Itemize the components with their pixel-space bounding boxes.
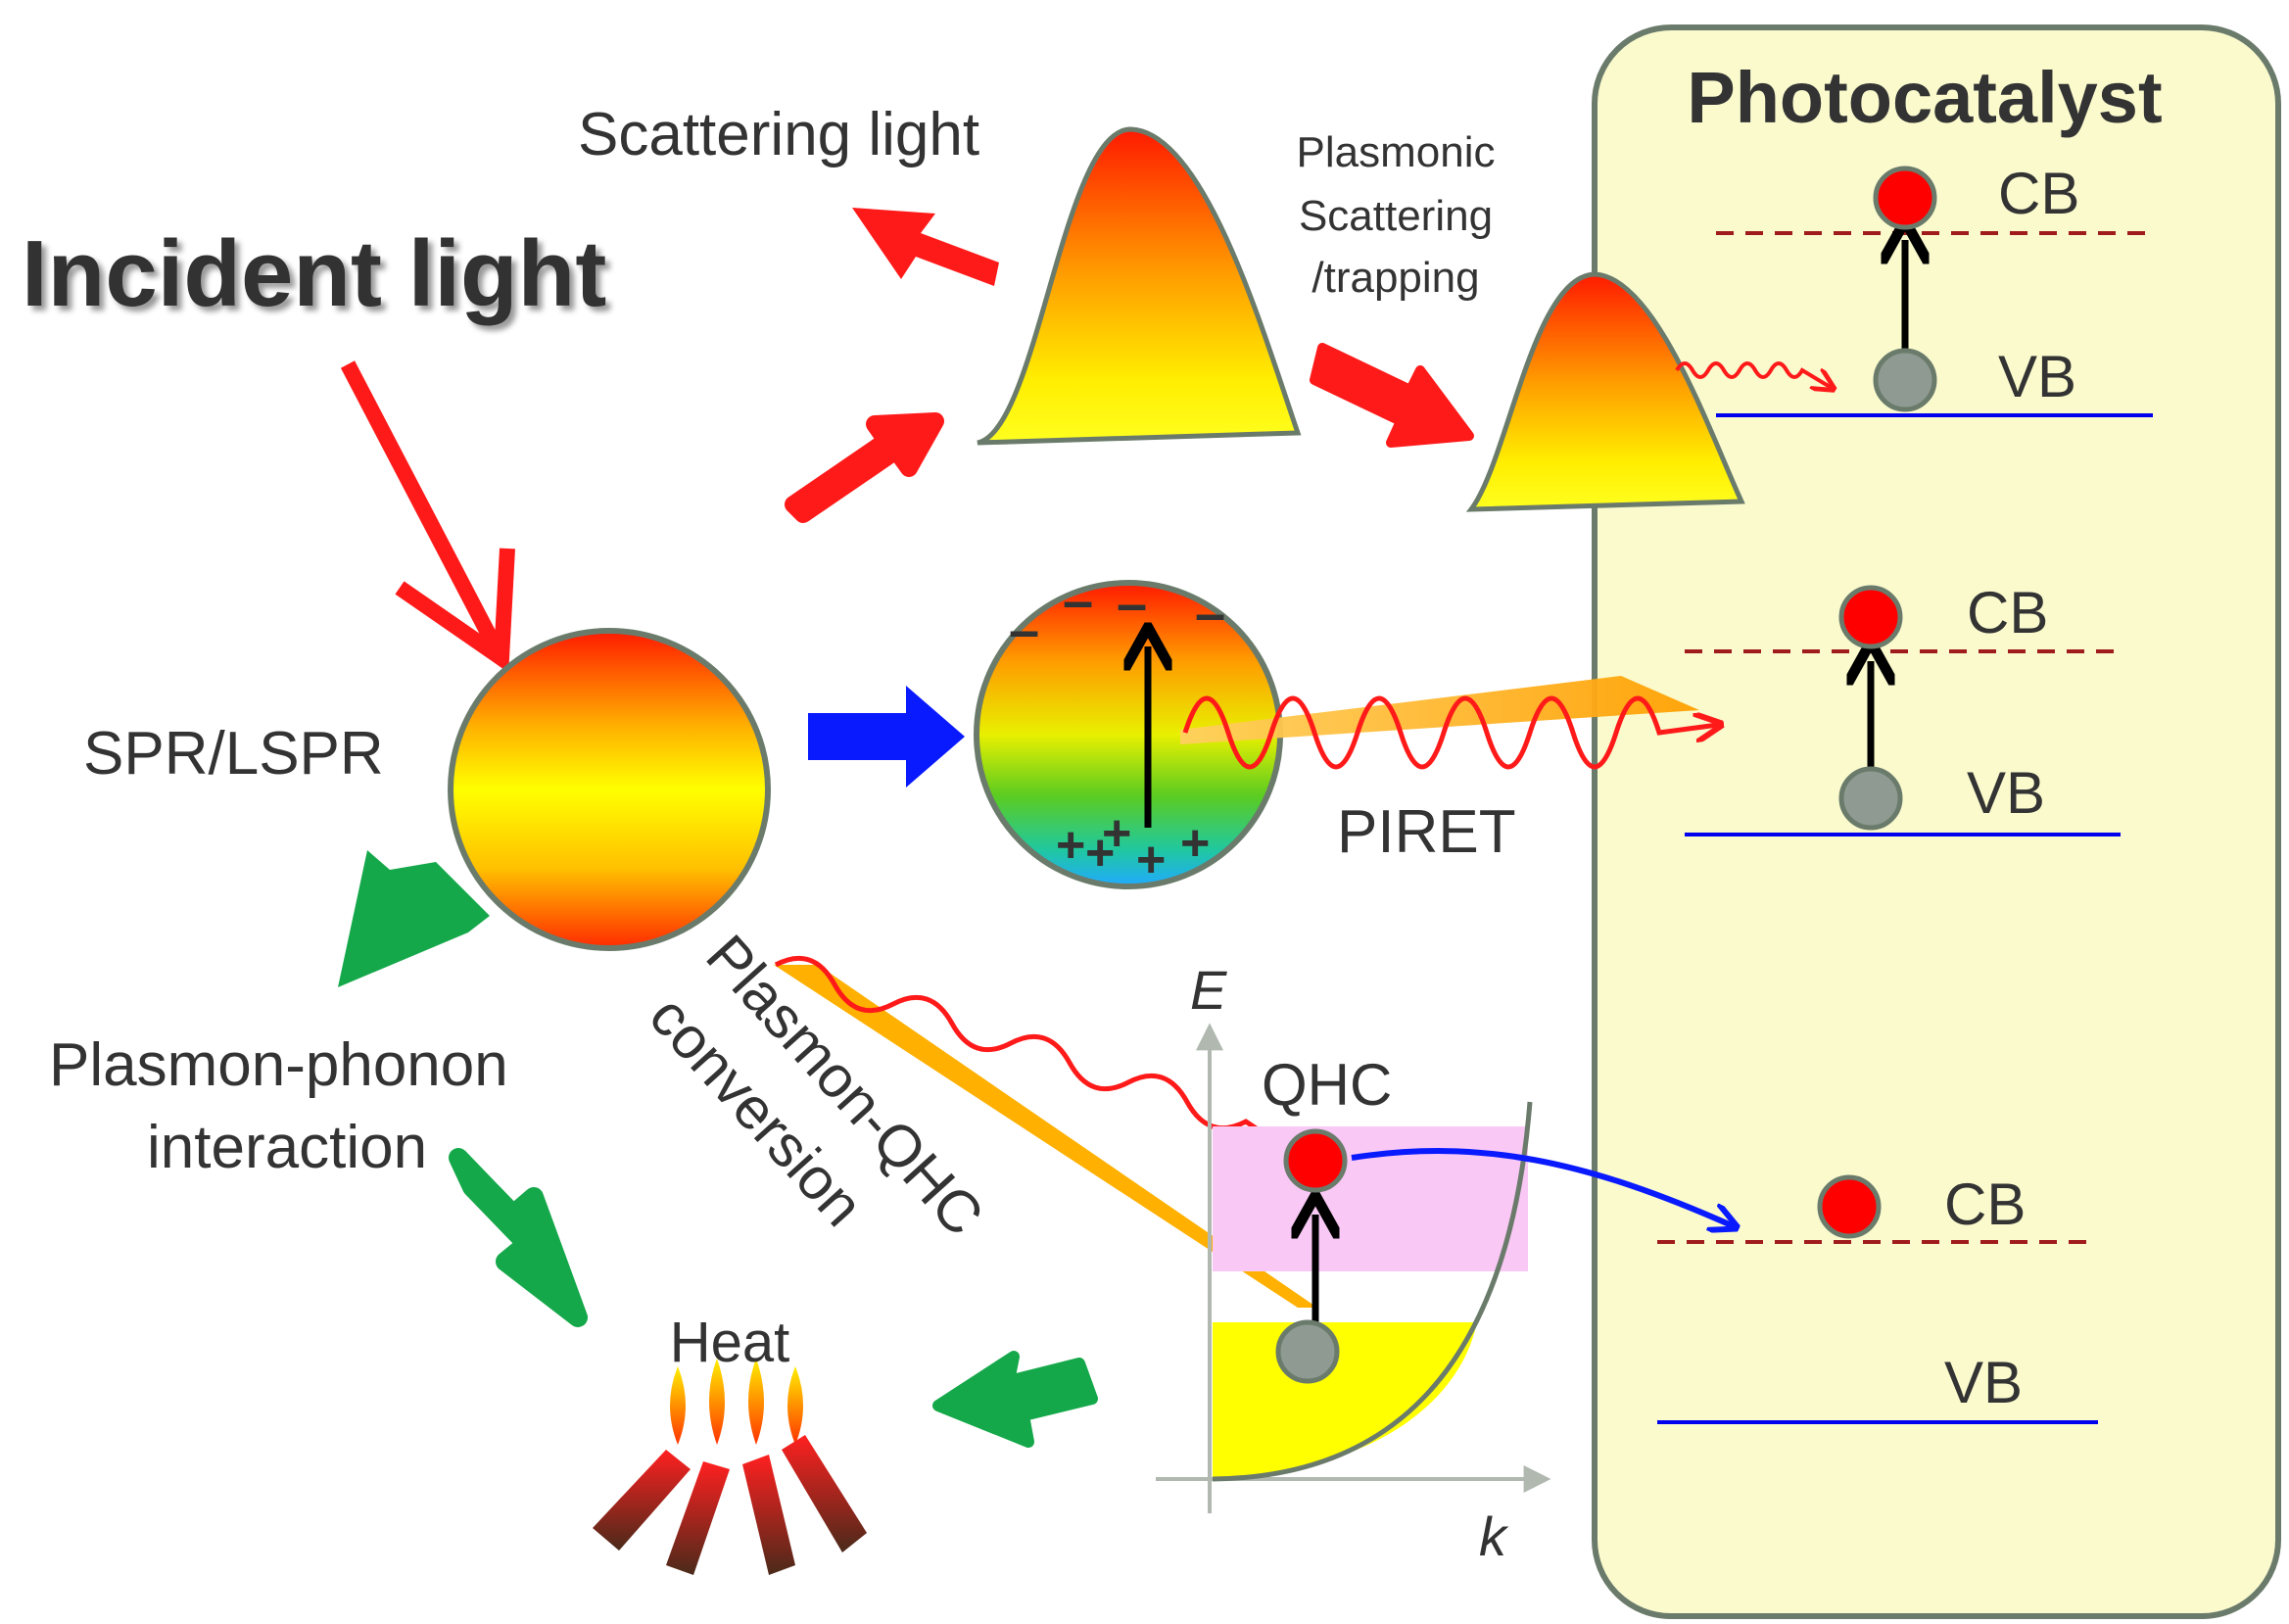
- e-axis-label: E: [1190, 959, 1227, 1021]
- heat-green-arrow-left: [449, 1148, 588, 1327]
- charge-plus-4: +: [1180, 815, 1210, 872]
- qhc-wave: [774, 955, 1305, 1161]
- scattering-light-arrow: [852, 208, 999, 286]
- electron-2: [1838, 585, 1903, 649]
- plasmonic-label-1: Plasmonic: [1297, 128, 1496, 176]
- cb-label-1: CB: [1998, 161, 2079, 226]
- piret-beam: [1180, 676, 1699, 744]
- charge-plus-3: +: [1136, 832, 1166, 888]
- wavy-trap-transfer: [1675, 361, 1832, 388]
- qhc-band: [1213, 1126, 1528, 1271]
- heat-fire-icon: [593, 1359, 867, 1575]
- qhc-electron: [1283, 1128, 1348, 1193]
- charge-plus-1: +: [1056, 817, 1085, 874]
- electron-3: [1817, 1174, 1882, 1239]
- qhc-label: QHC: [1262, 1052, 1392, 1118]
- cb-label-3: CB: [1944, 1171, 2026, 1237]
- vb-label-2: VB: [1967, 760, 2045, 826]
- plasmonic-sphere: [448, 628, 771, 951]
- trapping-peak: [1465, 271, 1745, 512]
- charge-plus-2: +: [1085, 825, 1115, 882]
- hole-1: [1873, 348, 1937, 412]
- dispersion-curve: [1212, 1101, 1533, 1482]
- qhc-hole: [1275, 1319, 1340, 1384]
- k-axis-label: k: [1479, 1505, 1509, 1567]
- cb-label-2: CB: [1967, 580, 2048, 645]
- scattering-light-label: Scattering light: [578, 101, 979, 168]
- heat-label: Heat: [670, 1311, 790, 1374]
- heat-green-arrow-right: [932, 1351, 1098, 1448]
- plasmonic-scattering-arrow: [785, 412, 944, 523]
- charge-plus-5: +: [1102, 805, 1131, 862]
- qhc-transfer-arrow: [1351, 1148, 1734, 1226]
- plasmon-phonon-label-2: interaction: [147, 1114, 427, 1181]
- charge-minus-3: –: [1117, 572, 1147, 634]
- hole-2: [1838, 766, 1903, 831]
- vb-label-1: VB: [1998, 344, 2076, 409]
- plasmonic-label-3: /trapping: [1311, 254, 1479, 302]
- piret-blue-arrow: [808, 686, 965, 788]
- charge-minus-1: –: [1009, 598, 1039, 660]
- piret-label: PIRET: [1337, 798, 1516, 866]
- vb-label-3: VB: [1944, 1350, 2023, 1415]
- photocatalyst-title: Photocatalyst: [1687, 57, 2162, 138]
- scattering-peak: [977, 126, 1302, 446]
- qhc-beam: [774, 965, 1317, 1308]
- charge-minus-2: –: [1063, 569, 1093, 631]
- electron-1: [1873, 166, 1937, 230]
- incident-light-arrow: [340, 360, 515, 673]
- charge-minus-4: –: [1195, 582, 1225, 644]
- photocatalyst-panel: [1592, 24, 2281, 1619]
- spr-lspr-label: SPR/LSPR: [83, 720, 384, 788]
- piret-wave: [1182, 695, 1718, 770]
- incident-light-label: Incident light: [22, 221, 606, 326]
- phonon-green-arrow: [338, 850, 490, 987]
- trapping-arrow: [1310, 343, 1474, 448]
- plasmon-phonon-label-1: Plasmon-phonon: [49, 1031, 508, 1099]
- plasmonic-label-2: Scattering: [1299, 192, 1493, 240]
